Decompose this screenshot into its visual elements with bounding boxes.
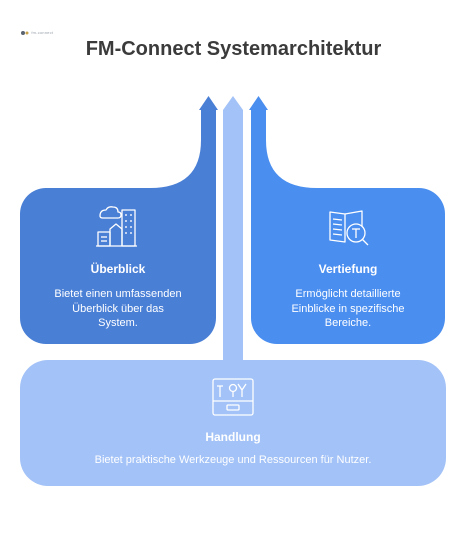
city-buildings-icon [96,206,137,247]
book-magnifier-icon [329,210,369,246]
company-logo: fm-connect [20,30,53,36]
deepdive-block: Vertiefung Ermöglicht detaillierte Einbl… [258,262,438,331]
overview-description: Bietet einen umfassenden Überblick über … [54,288,182,329]
overview-title: Überblick [90,262,146,276]
action-block: Handlung Bietet praktische Werkzeuge und… [20,430,446,468]
logo-text: fm-connect [31,30,54,36]
center-arrowhead [223,96,243,110]
overview-block: Überblick Bietet einen umfassenden Überb… [30,262,206,331]
action-title: Handlung [205,430,261,444]
deepdive-description: Ermöglicht detaillierte Einblicke in spe… [291,288,405,329]
page-title: FM-Connect Systemarchitektur [85,38,382,60]
bottom-panel-handlung [20,110,446,486]
toolbox-icon [212,378,254,416]
left-arrowhead [199,96,218,110]
logo-mark-icon [21,31,29,35]
right-arrowhead [249,96,268,110]
action-description: Bietet praktische Werkzeuge und Ressourc… [94,454,372,466]
deepdive-title: Vertiefung [318,262,378,276]
right-panel-vertiefung [251,108,445,344]
